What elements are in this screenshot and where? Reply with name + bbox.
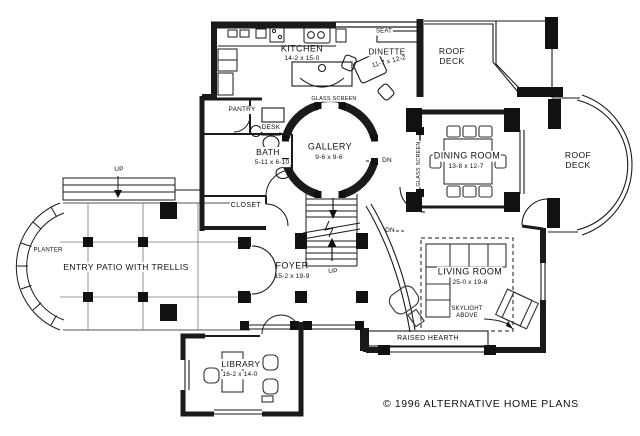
dinette-table: [341, 30, 419, 101]
walls-upper: [199, 19, 424, 231]
living-room-label: LIVING ROOM: [436, 266, 504, 278]
library-dims: 16-2 x 14-0: [221, 371, 259, 379]
wall-pier: [240, 321, 249, 330]
living-room-walls: [363, 224, 546, 353]
skylight-label: SKYLIGHT ABOVE: [450, 305, 484, 321]
planter-label: PLANTER: [32, 247, 64, 255]
entry-patio-label: ENTRY PATIO WITH TRELLIS: [62, 261, 190, 273]
glass-screen-top-label: GLASS SCREEN: [310, 95, 358, 103]
armchair: [388, 285, 425, 328]
skylight-arrow: [483, 318, 513, 329]
library-label: LIBRARY: [220, 358, 262, 370]
glass-screen-side-label: GLASS SCREEN: [415, 140, 423, 188]
deck-door: [521, 198, 549, 226]
dining-room-dims: 13-8 x 12-7: [447, 163, 485, 171]
roof-deck-top-railing: [424, 20, 580, 233]
wall-pier: [290, 321, 299, 330]
wall-pier: [548, 99, 561, 129]
kitchen-counters: [217, 26, 347, 96]
kitchen-label: KITCHEN: [280, 43, 324, 54]
copyright-text: © 1996 ALTERNATIVE HOME PLANS: [383, 398, 579, 410]
library-walls: [180, 314, 304, 417]
dining-door: [399, 186, 426, 213]
wall-pier: [517, 87, 563, 97]
seat-label: SEAT: [374, 28, 394, 36]
dining-table: [429, 125, 507, 198]
planter-curve: [15, 202, 65, 331]
closet-label: CLOSET: [229, 201, 263, 211]
desk-label: DESK: [260, 124, 282, 132]
wall-pier: [295, 233, 307, 249]
roof-deck-top-label: ROOF DECK: [438, 45, 466, 66]
up-patio-label: UP: [114, 166, 124, 174]
glass-screen-post: [416, 189, 424, 197]
service-walls: [202, 97, 293, 230]
wall-pier: [378, 345, 390, 355]
pantry-label: PANTRY: [227, 106, 257, 114]
foyer-dims: 15-2 x 19-9: [274, 273, 310, 281]
dinette-label: DINETTE: [367, 47, 407, 57]
roof-deck-right-railing: [576, 94, 633, 236]
wall-pier: [406, 108, 422, 132]
walkway-curve: [365, 203, 416, 333]
wall-pier: [504, 192, 520, 212]
dining-room-label: DINING ROOM: [432, 150, 502, 162]
kitchen-dims: 14-2 x 15-0: [284, 55, 320, 63]
patio-steps: [62, 176, 202, 201]
window-seat: [376, 30, 419, 43]
dn-gallery-label: DN: [382, 157, 392, 165]
wall-pier: [547, 198, 560, 228]
gallery-dims: 9-6 x 9-6: [315, 154, 343, 162]
entry-doors: [249, 237, 277, 303]
trellis-columns: [83, 202, 177, 321]
stair-arrows: [327, 198, 337, 261]
gallery-label: GALLERY: [307, 141, 353, 152]
raised-hearth-label: RAISED HEARTH: [397, 334, 459, 342]
wall-pier: [356, 233, 368, 249]
wall-pier: [504, 108, 520, 132]
roof-deck-right-label: ROOF DECK: [564, 149, 592, 170]
foyer-label: FOYER: [275, 260, 309, 271]
living-room-dims: 25-0 x 19-8: [451, 279, 489, 287]
wall-pier: [545, 17, 558, 49]
wall-pier: [355, 321, 364, 330]
up-stairs-label: UP: [328, 268, 338, 276]
bath-label: BATH: [255, 146, 281, 158]
wall-pier: [303, 321, 312, 330]
chair-rotated: [494, 288, 540, 330]
foyer-columns: [238, 237, 368, 303]
bath-dims: 5-11 x 6-10: [253, 159, 291, 167]
kitchen-island: [291, 61, 353, 88]
dn-walkway-label: DN: [385, 227, 395, 235]
glass-screen-post: [416, 127, 424, 135]
wall-pier: [484, 345, 496, 355]
